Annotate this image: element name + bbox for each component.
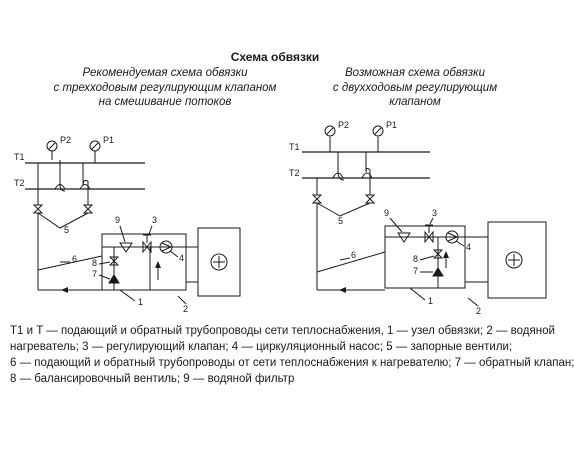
bridge-arc	[361, 172, 373, 179]
shutoff-valve-icon	[82, 204, 94, 214]
label-1: 1	[138, 297, 143, 307]
two-way-valve-icon	[424, 230, 434, 244]
water-filter-icon	[397, 232, 411, 243]
check-valve-icon	[108, 274, 120, 284]
label-2: 2	[476, 306, 481, 316]
balancing-valve-icon	[108, 256, 120, 266]
binding-scheme-figure: Схема обвязки Рекомендуемая схема обвязк…	[10, 50, 574, 387]
binding-node-1	[101, 233, 187, 291]
shutoff-valve-icon	[364, 194, 376, 204]
legend-line: 8 — балансировочный вентиль; 9 — водяной…	[10, 373, 295, 385]
water-heater-2	[487, 221, 547, 299]
label-8-leader	[419, 255, 435, 261]
return-riser-right	[365, 152, 371, 173]
return-riser-right	[82, 163, 89, 186]
bridge-arc	[332, 172, 344, 179]
p2-gauge-icon	[324, 125, 336, 137]
label-8: 8	[413, 254, 418, 264]
return-riser-left	[59, 160, 66, 192]
label-8: 8	[92, 258, 97, 268]
valve-leader	[148, 225, 153, 235]
schemes-drawing: T1 T2 P2 P1 5	[14, 120, 547, 316]
label-6: 6	[72, 254, 77, 264]
label-7-leader	[98, 274, 111, 280]
p1-gauge-needle	[91, 142, 99, 150]
label-9: 9	[384, 208, 389, 218]
pipe-6-leader	[339, 257, 351, 261]
right-scheme: T1 T2 P2 P1 5 6	[289, 120, 547, 316]
t1-label: T1	[289, 142, 300, 152]
p2-label: P2	[338, 120, 349, 130]
filter-leader	[389, 217, 403, 233]
valve-leader	[429, 217, 434, 225]
label-3: 3	[152, 215, 157, 225]
left-caption-line: на смешивание потоков	[98, 96, 232, 108]
label-4: 4	[179, 253, 184, 263]
three-way-valve-icon	[142, 240, 152, 254]
balancing-valve-icon	[432, 249, 444, 259]
p1-label: P1	[103, 135, 114, 145]
label-9: 9	[115, 215, 120, 225]
legend: T1 и T — подающий и обратный трубопровод…	[10, 323, 574, 387]
valve-connector	[316, 202, 371, 217]
pipe-6-diag	[316, 251, 386, 273]
label-8-leader	[98, 261, 111, 265]
label-4: 4	[466, 242, 471, 252]
legend-line: 6 — подающий и обратный трубопроводы от …	[10, 357, 574, 369]
label-6: 6	[351, 250, 356, 260]
p1-gauge-needle	[374, 127, 382, 135]
label-1: 1	[428, 296, 433, 306]
water-heater-2	[197, 227, 241, 297]
p2-gauge-icon	[46, 140, 58, 152]
shutoff-valve-icon	[311, 194, 323, 204]
right-caption-line: с двухходовым регулирующим	[332, 81, 498, 94]
bridge-arc	[54, 184, 66, 190]
pump-triangle	[447, 232, 459, 242]
right-caption-line: клапаном	[389, 96, 441, 108]
label-5: 5	[338, 216, 343, 226]
node-leader-1	[119, 289, 136, 302]
return-riser-left	[337, 152, 345, 181]
t1-label: T1	[14, 152, 25, 162]
left-scheme-caption: Рекомендуемая схема обвязки с трехходовы…	[40, 66, 290, 110]
p2-gauge-needle	[48, 142, 56, 150]
filter-leader	[119, 225, 126, 243]
pump-triangle	[161, 242, 173, 252]
p1-label: P1	[386, 120, 397, 130]
shutoff-valve-icon	[32, 204, 44, 214]
label-7: 7	[413, 266, 418, 276]
pipe-6-diag	[37, 255, 103, 271]
left-caption-line: с трехходовым регулирующим клапаном	[53, 81, 277, 94]
p1-gauge-icon	[89, 140, 101, 152]
valve-connector	[37, 212, 89, 229]
legend-line: T1 и T — подающий и обратный трубопровод…	[10, 325, 555, 337]
figure-title: Схема обвязки	[230, 50, 320, 64]
label-3: 3	[432, 208, 437, 218]
t2-label: T2	[14, 178, 25, 188]
right-caption-line: Возможная схема обвязки	[345, 67, 485, 79]
p1-gauge-icon	[372, 125, 384, 137]
heater-fan-icon	[210, 253, 228, 271]
p2-gauge-needle	[326, 127, 334, 135]
left-scheme: T1 T2 P2 P1 5	[14, 135, 241, 314]
heater-leader	[467, 297, 479, 307]
water-filter-icon	[119, 242, 133, 253]
heater-fan-icon	[505, 251, 523, 269]
right-scheme-caption: Возможная схема обвязки с двухходовым ре…	[300, 66, 530, 110]
legend-line: нагреватель; 3 — регулирующий клапан; 4 …	[10, 341, 513, 353]
node-leader-1	[409, 287, 426, 301]
pump-leader	[455, 240, 465, 247]
check-valve-icon	[432, 267, 444, 277]
label-2: 2	[183, 304, 188, 314]
p2-label: P2	[60, 135, 71, 145]
bridge-arc	[79, 184, 91, 190]
label-7: 7	[92, 269, 97, 279]
pump-leader	[169, 250, 179, 258]
binding-node-1	[384, 225, 466, 289]
left-caption-line: Рекомендуемая схема обвязки	[82, 67, 248, 79]
t2-label: T2	[289, 168, 300, 178]
label-5: 5	[64, 225, 69, 235]
heater-leader	[177, 295, 187, 305]
